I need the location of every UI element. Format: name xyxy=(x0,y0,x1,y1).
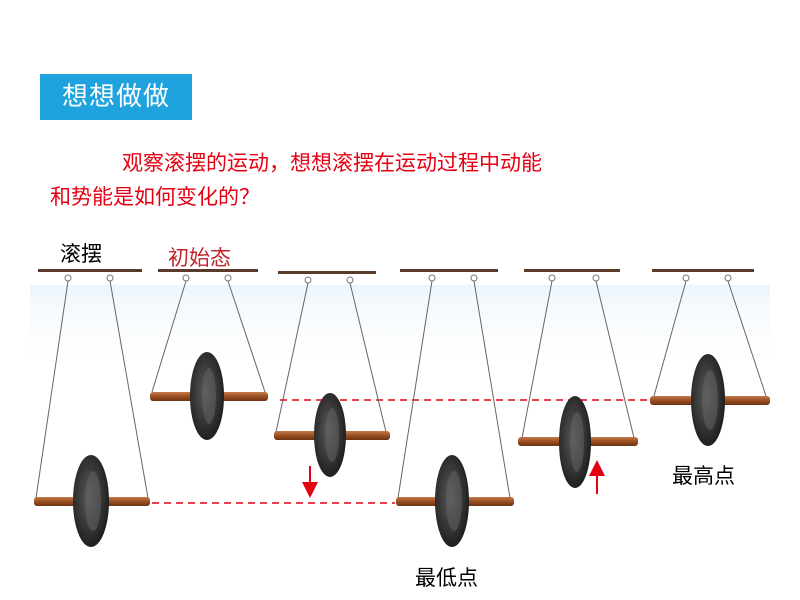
hook xyxy=(64,274,72,282)
hook xyxy=(182,274,190,282)
wheel-hub xyxy=(85,471,101,531)
string xyxy=(727,280,767,397)
string xyxy=(227,280,266,393)
ceiling-bar xyxy=(158,269,258,272)
hook xyxy=(304,276,312,284)
hook xyxy=(470,274,478,282)
wheel-hub xyxy=(202,368,216,424)
string xyxy=(275,282,309,433)
label-highest-point: 最高点 xyxy=(672,464,735,488)
hook xyxy=(224,274,232,282)
string xyxy=(595,280,635,439)
pendulum-4 xyxy=(396,269,514,547)
string xyxy=(397,280,433,499)
string xyxy=(151,280,187,393)
pendulum-2 xyxy=(150,269,268,440)
question-line-2: 和势能是如何变化的？ xyxy=(50,185,260,209)
hook xyxy=(346,276,354,284)
hook xyxy=(548,274,556,282)
string xyxy=(35,280,69,499)
wheel-hub xyxy=(702,370,718,430)
label-pendulum: 滚摆 xyxy=(60,242,102,266)
question-text: 观察滚摆的运动，想想滚摆在运动过程中动能 和势能是如何变化的？ xyxy=(50,146,730,214)
ceiling-bar xyxy=(400,269,498,272)
hook xyxy=(106,274,114,282)
wheel-hub xyxy=(325,408,339,462)
pendulum-5 xyxy=(518,269,638,494)
hook xyxy=(428,274,436,282)
ceiling-bar xyxy=(524,269,620,272)
label-lowest-point: 最低点 xyxy=(415,566,478,590)
wheel-hub xyxy=(570,412,584,472)
hook xyxy=(724,274,732,282)
question-line-1: 观察滚摆的运动，想想滚摆在运动过程中动能 xyxy=(122,151,542,175)
section-title: 想想做做 xyxy=(40,74,192,120)
string xyxy=(521,280,553,439)
hook xyxy=(682,274,690,282)
string xyxy=(109,280,149,499)
pendulum-6 xyxy=(650,269,770,446)
background-panel xyxy=(30,285,770,375)
ceiling-bar xyxy=(652,269,754,272)
wheel-hub xyxy=(446,471,462,531)
ceiling-bar xyxy=(38,269,142,272)
string xyxy=(653,280,687,397)
string xyxy=(349,282,387,433)
ceiling-bar xyxy=(278,271,376,274)
hook xyxy=(592,274,600,282)
pendulum-1 xyxy=(34,269,150,547)
label-initial-state: 初始态 xyxy=(168,246,231,270)
pendulum-3 xyxy=(274,271,390,498)
string xyxy=(473,280,511,499)
